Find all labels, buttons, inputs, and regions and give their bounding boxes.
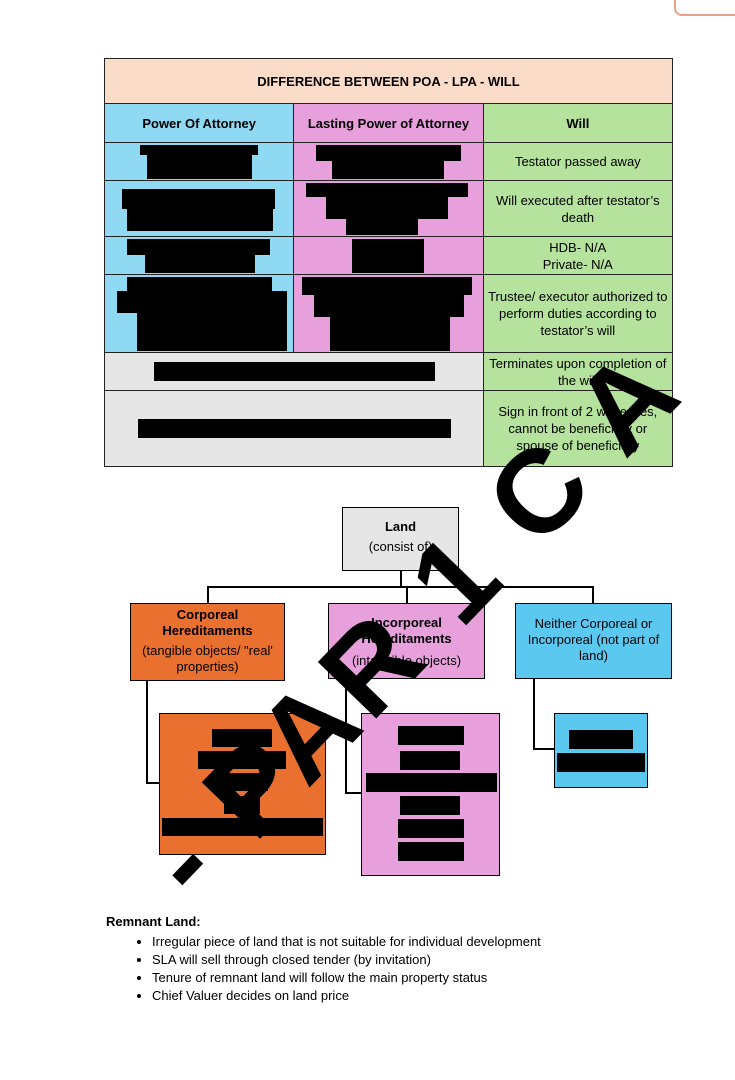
remnant-heading: Remnant Land: xyxy=(106,914,201,929)
list-item: SLA will sell through closed tender (by … xyxy=(152,951,541,969)
table-title: DIFFERENCE BETWEEN POA - LPA - WILL xyxy=(104,58,673,104)
will-cell: Terminates upon completion of the will xyxy=(482,352,674,391)
remnant-list: Irregular piece of land that is not suit… xyxy=(106,933,541,1005)
neither-detail-box xyxy=(554,713,648,788)
neither-text: Neither Corporeal or Incorporeal (not pa… xyxy=(527,616,660,663)
will-cell: Trustee/ executor authorized to perform … xyxy=(482,274,674,353)
incorporeal-box: Incorporeal Hereditaments (intangible ob… xyxy=(328,603,485,679)
list-item: Chief Valuer decides on land price xyxy=(152,987,541,1005)
will-cell: Testator passed away xyxy=(482,142,674,181)
will-cell: Sign in front of 2 witnesses, cannot be … xyxy=(482,390,674,467)
remnant-notes: Remnant Land: Irregular piece of land th… xyxy=(106,914,541,1005)
redacted-cell xyxy=(293,142,484,181)
redacted-cell xyxy=(293,274,484,353)
incorporeal-detail-box xyxy=(361,713,500,876)
land-title: Land xyxy=(384,519,417,534)
redacted-cell xyxy=(103,274,295,353)
redacted-cell xyxy=(103,236,295,275)
will-cell: HDB- N/A Private- N/A xyxy=(482,236,674,275)
comparison-table: DIFFERENCE BETWEEN POA - LPA - WILL Powe… xyxy=(103,58,674,467)
land-subtitle: (consist of) xyxy=(368,539,433,554)
corporeal-box: Corporeal Hereditaments (tangible object… xyxy=(130,603,285,681)
header-will: Will xyxy=(482,103,674,143)
header-lasting-power-of-attorney: Lasting Power of Attorney xyxy=(293,103,484,143)
corporeal-title: Corporeal Hereditaments xyxy=(162,607,253,638)
redacted-cell xyxy=(103,142,295,181)
redacted-cell xyxy=(104,390,484,467)
incorporeal-title: Incorporeal Hereditaments xyxy=(361,615,452,646)
corporeal-subtitle: (tangible objects/ "real' properties) xyxy=(142,643,273,674)
incorporeal-subtitle: (intangible objects) xyxy=(351,653,462,668)
redacted-cell xyxy=(293,180,484,237)
list-item: Irregular piece of land that is not suit… xyxy=(152,933,541,951)
header-power-of-attorney: Power Of Attorney xyxy=(103,103,295,143)
corporeal-detail-box xyxy=(159,713,326,855)
list-item: Tenure of remnant land will follow the m… xyxy=(152,969,541,987)
corner-tab xyxy=(674,0,735,16)
neither-box: Neither Corporeal or Incorporeal (not pa… xyxy=(515,603,672,679)
redacted-cell xyxy=(104,352,484,391)
redacted-cell xyxy=(293,236,484,275)
will-cell: Will executed after testator’s death xyxy=(482,180,674,237)
redacted-cell xyxy=(103,180,295,237)
land-box: Land (consist of) xyxy=(342,507,459,571)
